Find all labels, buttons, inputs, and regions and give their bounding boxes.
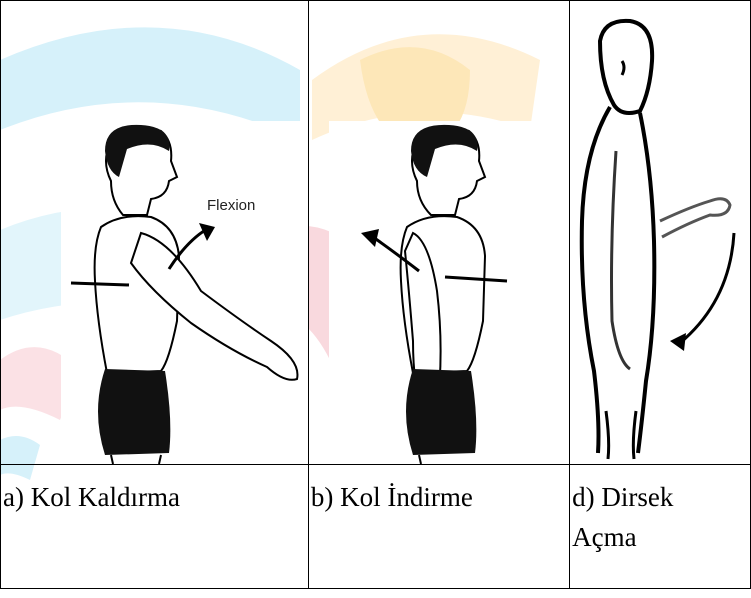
flexion-arrow-label: Flexion [207,197,255,214]
cell-dirsek-acma-caption: d) Dirsek Açma [570,465,751,589]
cell-kol-kaldirma-image: Flexion [1,1,309,465]
caption-kol-kaldirma: a) Kol Kaldırma [3,477,308,517]
figure-arm-extension-illustration [309,1,569,464]
cell-kol-indirme-caption: b) Kol İndirme [308,465,569,589]
figure-elbow-extension-sketch [570,1,750,464]
cell-kol-indirme-image [308,1,569,465]
caption-dirsek-line2: Açma [572,517,750,557]
cell-kol-kaldirma-caption: a) Kol Kaldırma [1,465,309,589]
caption-row: a) Kol Kaldırma b) Kol İndirme d) Dirsek… [1,465,751,589]
cell-dirsek-acma-image [570,1,751,465]
image-row: Flexion [1,1,751,465]
caption-kol-indirme: b) Kol İndirme [311,477,569,517]
caption-dirsek-line1: d) Dirsek [572,477,750,517]
figure-arm-flexion-illustration [1,1,308,464]
